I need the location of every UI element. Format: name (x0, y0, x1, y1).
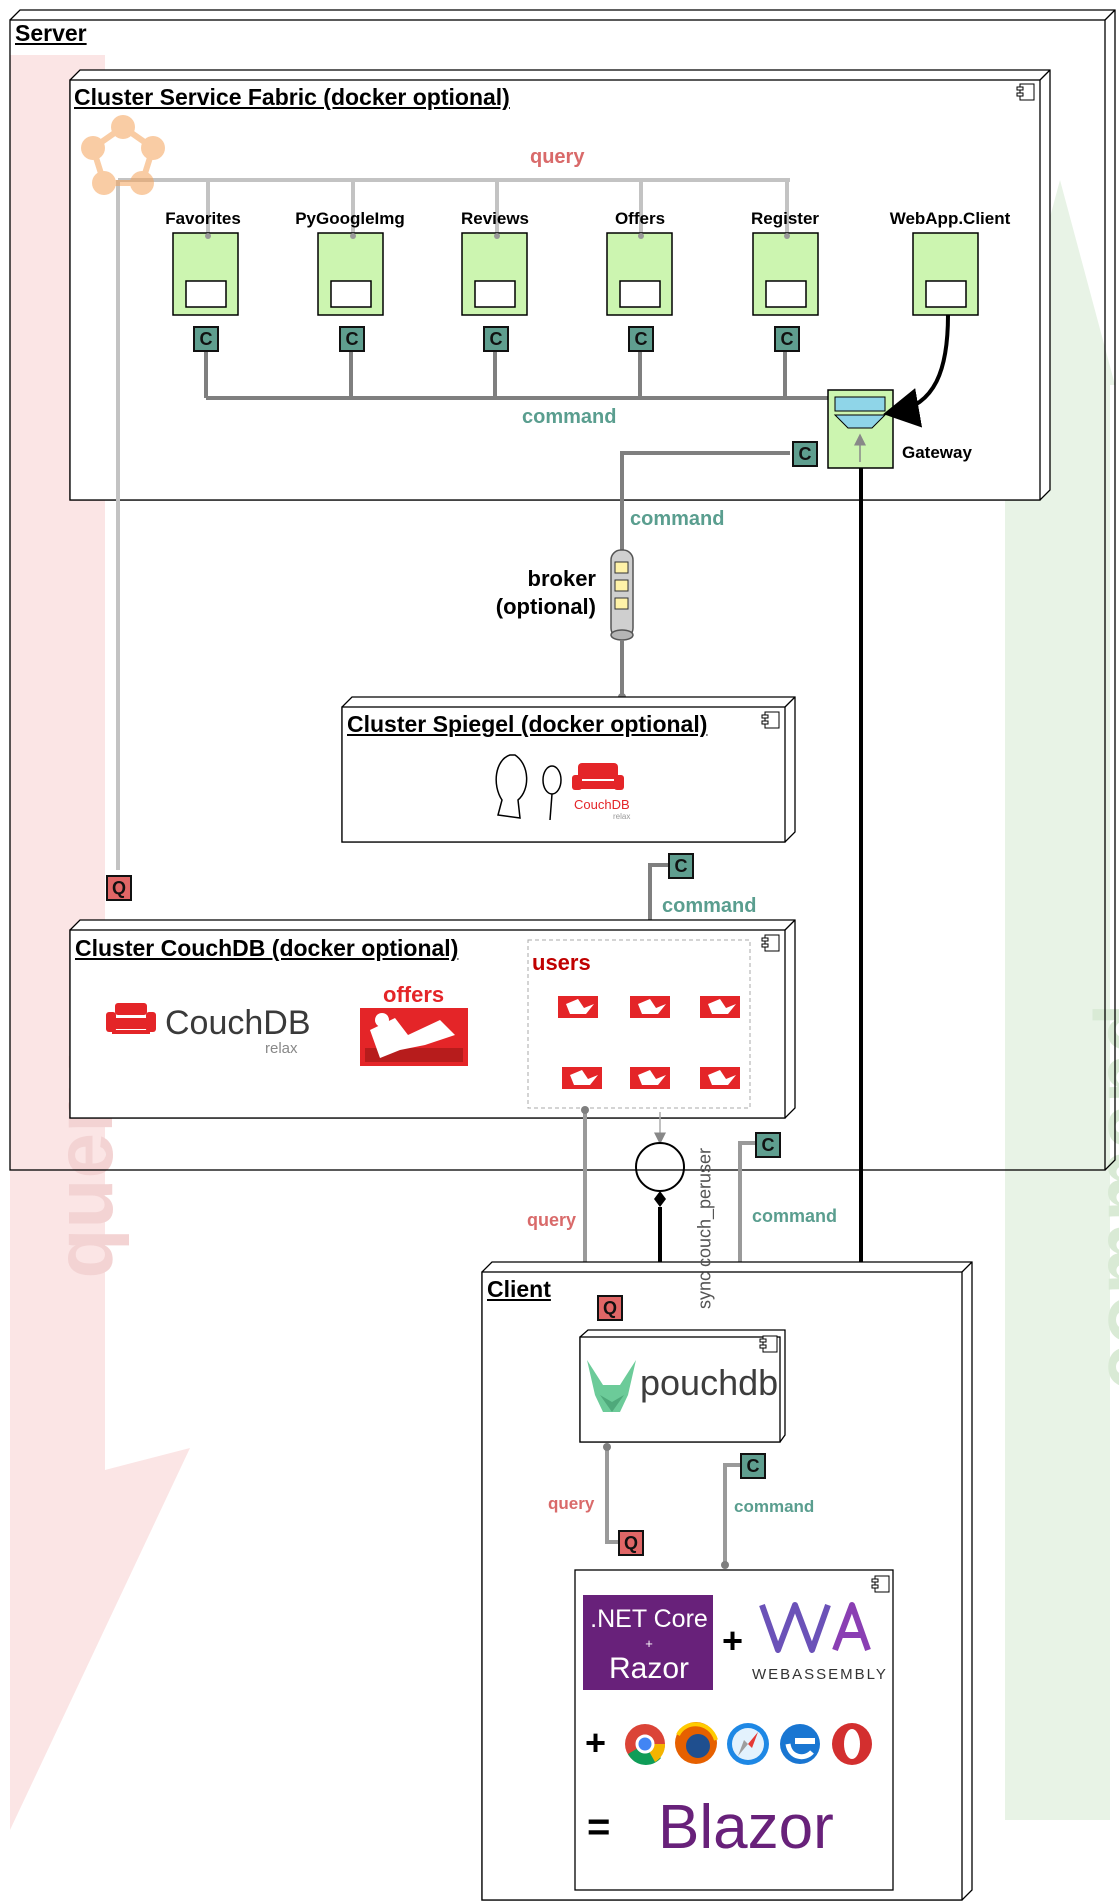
spiegel-mirror-icon (495, 754, 562, 821)
query-drops (206, 180, 789, 233)
sync-icon (635, 1142, 685, 1192)
couchdb-logo-small (572, 763, 624, 790)
query-badge-pouch-to-blazor: Q (618, 1530, 644, 1556)
blazor-label: Blazor (658, 1793, 834, 1862)
webassembly-logo (759, 1602, 871, 1653)
gateway-command-line (620, 451, 790, 555)
command-badge-reviews: C (483, 326, 509, 352)
command-badge-pouch-to-blazor: C (740, 1453, 766, 1479)
fabric-title: Cluster Service Fabric (docker optional) (74, 84, 510, 110)
server-title: Server (15, 20, 87, 46)
webassembly-label: WEBASSEMBLY (752, 1666, 888, 1683)
netcore-razor-logo (583, 1595, 713, 1690)
broker-command-label: command (630, 508, 725, 530)
couchdb-logo-text: CouchDB (165, 1004, 311, 1042)
couchdb-cluster-title: Cluster CouchDB (docker optional) (75, 935, 459, 961)
service-label-pygoogleimg: PyGoogleImg (295, 209, 405, 228)
pouchdb-logo (587, 1360, 636, 1412)
offers-label: offers (383, 982, 445, 1007)
user-database-icons (558, 996, 740, 1089)
razor-label: Razor (608, 1652, 690, 1685)
broker-label-line1: broker (527, 566, 596, 591)
safari-icon (727, 1723, 769, 1765)
gateway-label: Gateway (902, 443, 972, 462)
query-badge-fabric: Q (106, 875, 132, 901)
firefox-icon (675, 1722, 718, 1764)
plus-webassembly: + (722, 1620, 744, 1661)
client-query-label: query (548, 1494, 595, 1513)
client-command-label: command (734, 1497, 815, 1516)
command-badge-spiegel: C (668, 853, 694, 879)
fabric-command-label: command (522, 406, 617, 428)
service-label-favorites: Favorites (165, 209, 241, 228)
gateway-box (827, 389, 894, 469)
plus-browsers: + (585, 1722, 607, 1763)
query-badge-couch-to-pouch: Q (597, 1295, 623, 1321)
users-label: users (532, 950, 591, 975)
command-badge-offers: C (628, 326, 654, 352)
service-label-register: Register (750, 209, 820, 228)
command-badge-gateway: C (792, 441, 818, 467)
broker-queue (610, 549, 634, 641)
offers-database-icon (360, 1008, 468, 1066)
sync-command-label: command (752, 1206, 838, 1226)
service-label-offers: Offers (614, 209, 666, 228)
fabric-query-label: query (530, 146, 585, 168)
service-label-reviews: Reviews (460, 209, 530, 228)
spiegel-couchdb-relax: relax (613, 812, 631, 821)
couchdb-logo-large (106, 1003, 156, 1034)
component-icons (759, 83, 1035, 1593)
webapp-to-gateway-arrow (883, 314, 950, 428)
couchdb-logo-relax: relax (265, 1040, 298, 1057)
opera-icon (832, 1723, 872, 1765)
command-badge-couch-to-pouch: C (755, 1132, 781, 1158)
service-boxes (172, 232, 979, 316)
sync-query-label: query (527, 1210, 577, 1230)
spiegel-command-label: command (662, 895, 757, 917)
netcore-label: .NET Core (590, 1605, 708, 1633)
equals-sign: = (587, 1805, 611, 1849)
spiegel-title: Cluster Spiegel (docker optional) (347, 711, 708, 737)
command-badge-pygoogleimg: C (339, 326, 365, 352)
broker-label-line2: (optional) (495, 594, 596, 619)
service-label-webapp-client: WebApp.Client (889, 209, 1011, 228)
netcore-plus: + (645, 1636, 653, 1651)
pouchdb-label: pouchdb (640, 1362, 779, 1403)
sync-label: sync couch_peruser (694, 1147, 715, 1310)
command-background-arrow (1005, 180, 1115, 1820)
server-node (9, 9, 1116, 1171)
edge-icon (780, 1724, 820, 1764)
command-badge-register: C (774, 326, 800, 352)
command-bus (204, 350, 828, 400)
client-title: Client (487, 1276, 551, 1302)
service-fabric-logo (81, 115, 165, 195)
chrome-icon (625, 1724, 666, 1765)
users-database-group (527, 939, 751, 1109)
spiegel-node (341, 696, 796, 843)
spiegel-couchdb-text: CouchDB (574, 797, 630, 812)
command-badge-favorites: C (193, 326, 219, 352)
